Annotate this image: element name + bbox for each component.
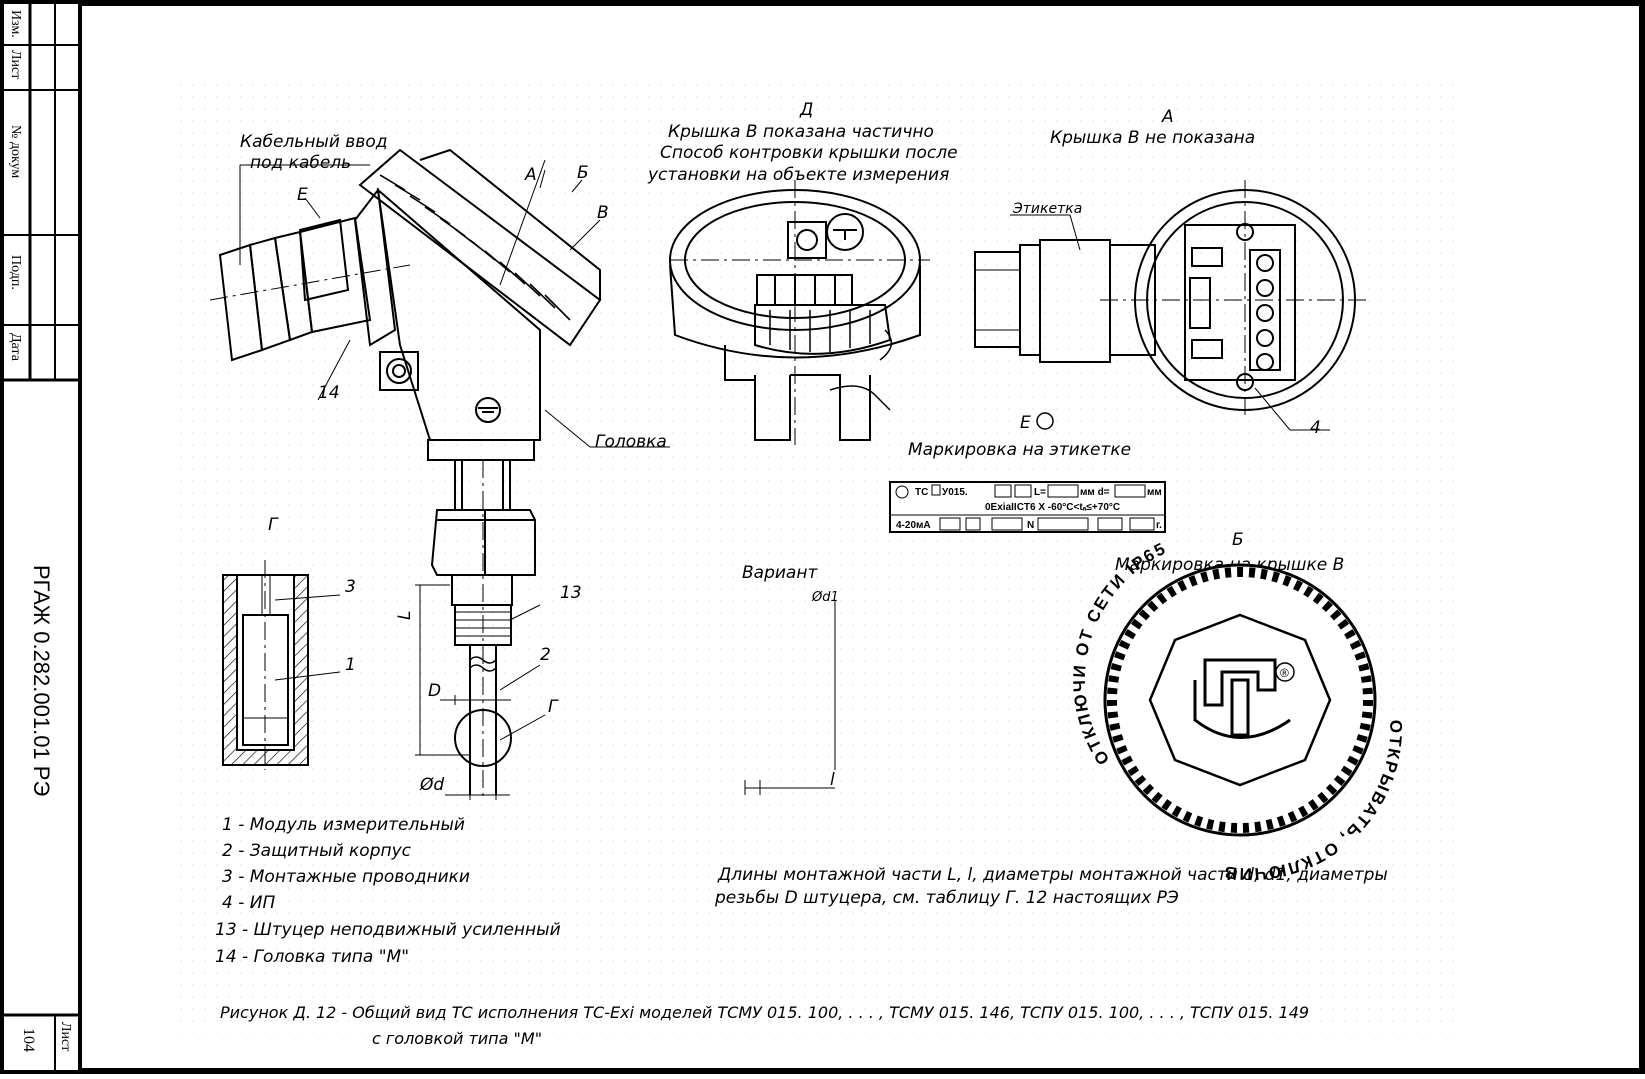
figure-caption-line2: с головкой типа "М" [372,1029,542,1048]
note-line2: резьбы D штуцера, см. таблицу Г. 12 наст… [714,888,1179,908]
dotted-grid [180,78,1460,1033]
view-a [974,180,1370,431]
variant-label-od1: Ød1 [811,590,839,605]
view-d-line2: Способ контровки крышки после [660,143,958,163]
sheet-label: Лист [58,1022,73,1051]
label-2: 2 [540,645,551,665]
label-view-a-arrow: А [524,165,537,185]
variant-label-l: l [830,770,835,790]
tag-year: г. [1156,520,1162,531]
tag-l: L= [1034,487,1046,498]
label-cable-entry-2: под кабель [250,153,351,173]
legend-item: 13 - Штуцер неподвижный усиленный [215,920,561,940]
legend-item: 14 - Головка типа "М" [215,947,409,967]
label-view-e-arrow: Е [297,185,308,205]
tag-mm2: мм [1147,487,1162,498]
stamp-izm: Изм. [8,10,23,38]
detail-g-title: Г [268,515,279,535]
view-e-circle [1036,412,1054,430]
variant-dimension [744,600,836,795]
view-a-label-4: 4 [1310,418,1321,438]
label-14: 14 [318,383,340,403]
label-detail-g: Г [548,697,559,717]
detail-g-label-3: 3 [345,577,356,597]
tag-mm: мм d= [1080,487,1110,498]
tag-n: N [1027,520,1034,531]
view-e-subtitle: Маркировка на этикетке [908,440,1131,460]
label-dim-od: Ød [419,775,444,795]
note-line1: Длины монтажной части L, l, диаметры мон… [717,865,1388,885]
figure-caption-line1: Рисунок Д. 12 - Общий вид ТС исполнения … [220,1003,1309,1022]
stamp-sign: Подп. [8,255,23,290]
detail-g-label-1: 1 [345,655,356,675]
label-cover-v: В [597,203,609,223]
title-stamp: Изм. Лист № докум Подп. Дата РГАЖ 0.282.… [4,4,80,1070]
view-d [669,180,930,445]
view-d-title: Д [799,100,813,120]
legend: 1 - Модуль измерительный 2 - Защитный ко… [215,815,561,967]
main-view [209,148,670,800]
view-a-subtitle: Крышка В не показана [1050,128,1255,148]
inner-frame [78,2,1643,1072]
legend-item: 2 - Защитный корпус [222,841,412,861]
document-code: РГАЖ 0.282.001.01 РЭ [29,565,54,796]
view-e-title: Е [1020,413,1031,433]
marking-tag: ТС У015. L= мм d= мм 0ExiaIICT6 X -60°C<… [889,481,1166,533]
tag-ex-marking: 0ExiaIICT6 X -60°C<tₐ≤+70°C [985,502,1120,513]
legend-item: 3 - Монтажные проводники [222,867,470,887]
view-d-line1: Крышка В показана частично [668,122,934,142]
view-d-line3: установки на объекте измерения [647,165,949,185]
variant-title: Вариант [742,563,818,583]
view-a-label-tag: Этикетка [1012,201,1082,217]
view-b-title: Б [1232,530,1244,550]
label-dim-d: D [428,681,441,701]
tag-current: 4-20мА [896,520,931,531]
label-dim-l: L [395,611,415,620]
stamp-date: Дата [8,333,23,362]
label-head: Головка [595,432,667,452]
legend-item: 1 - Модуль измерительный [222,815,465,835]
view-a-title: А [1161,107,1174,127]
stamp-list: Лист [8,50,23,79]
detail-g-section [222,560,341,770]
registered-mark: ® [1280,666,1289,680]
legend-item: 4 - ИП [222,893,275,913]
stamp-doc: № докум [8,125,23,178]
label-cable-entry: Кабельный ввод [240,132,388,152]
sheet-number: 104 [20,1028,37,1052]
tag-model: У015. [942,487,968,498]
label-view-b-arrow: Б [577,163,589,183]
tag-tc: ТС [915,487,928,498]
label-13: 13 [560,583,582,603]
